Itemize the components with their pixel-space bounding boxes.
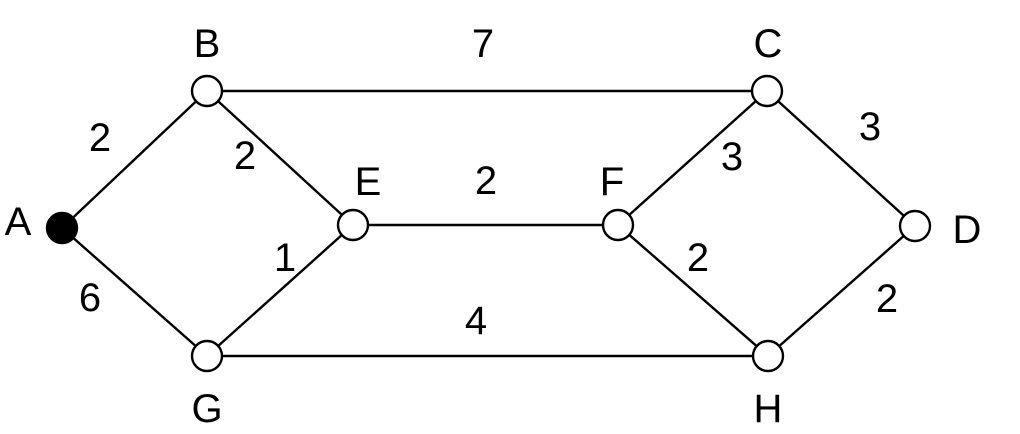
- node-labels-layer: A B C D E F G H: [5, 22, 982, 431]
- node-d: [898, 209, 932, 243]
- edge-weight-b-e: 2: [234, 134, 256, 178]
- node-label-a: A: [5, 200, 32, 244]
- edge-weight-f-h: 2: [687, 236, 709, 280]
- node-label-h: H: [754, 387, 783, 431]
- edge-b-e: [206, 90, 354, 226]
- node-a: [45, 211, 79, 245]
- node-c: [750, 74, 784, 108]
- edge-f-c: [617, 90, 768, 226]
- edge-f-h: [617, 224, 769, 357]
- node-label-d: D: [953, 208, 982, 252]
- edge-a-b: [61, 90, 208, 229]
- edge-weight-c-d: 3: [859, 105, 881, 149]
- edge-weights-layer: 2 6 7 2 1 2 4 3 2 3 2: [79, 22, 898, 343]
- edge-weight-b-c: 7: [472, 22, 494, 66]
- node-label-g: G: [191, 387, 222, 431]
- edge-weight-e-f: 2: [475, 159, 497, 203]
- node-b: [190, 74, 224, 108]
- edge-weight-f-c: 3: [721, 135, 743, 179]
- node-g: [190, 339, 224, 373]
- node-label-c: C: [754, 22, 783, 66]
- edge-weight-a-b: 2: [89, 116, 111, 160]
- node-e: [336, 208, 370, 242]
- node-label-f: F: [600, 160, 624, 204]
- edge-weight-h-d: 2: [876, 277, 898, 321]
- edges-layer: [61, 89, 916, 358]
- edge-weight-g-e: 1: [274, 236, 296, 280]
- edge-h-d: [767, 225, 916, 357]
- node-label-e: E: [355, 160, 382, 204]
- edge-weight-g-h: 4: [465, 299, 487, 343]
- node-f: [601, 208, 635, 242]
- edge-g-e: [206, 224, 354, 357]
- edge-c-d: [766, 90, 916, 227]
- edge-a-g: [61, 227, 208, 357]
- edge-weight-a-g: 6: [79, 276, 101, 320]
- node-h: [751, 339, 785, 373]
- node-label-b: B: [194, 22, 221, 66]
- nodes-layer: [45, 74, 932, 373]
